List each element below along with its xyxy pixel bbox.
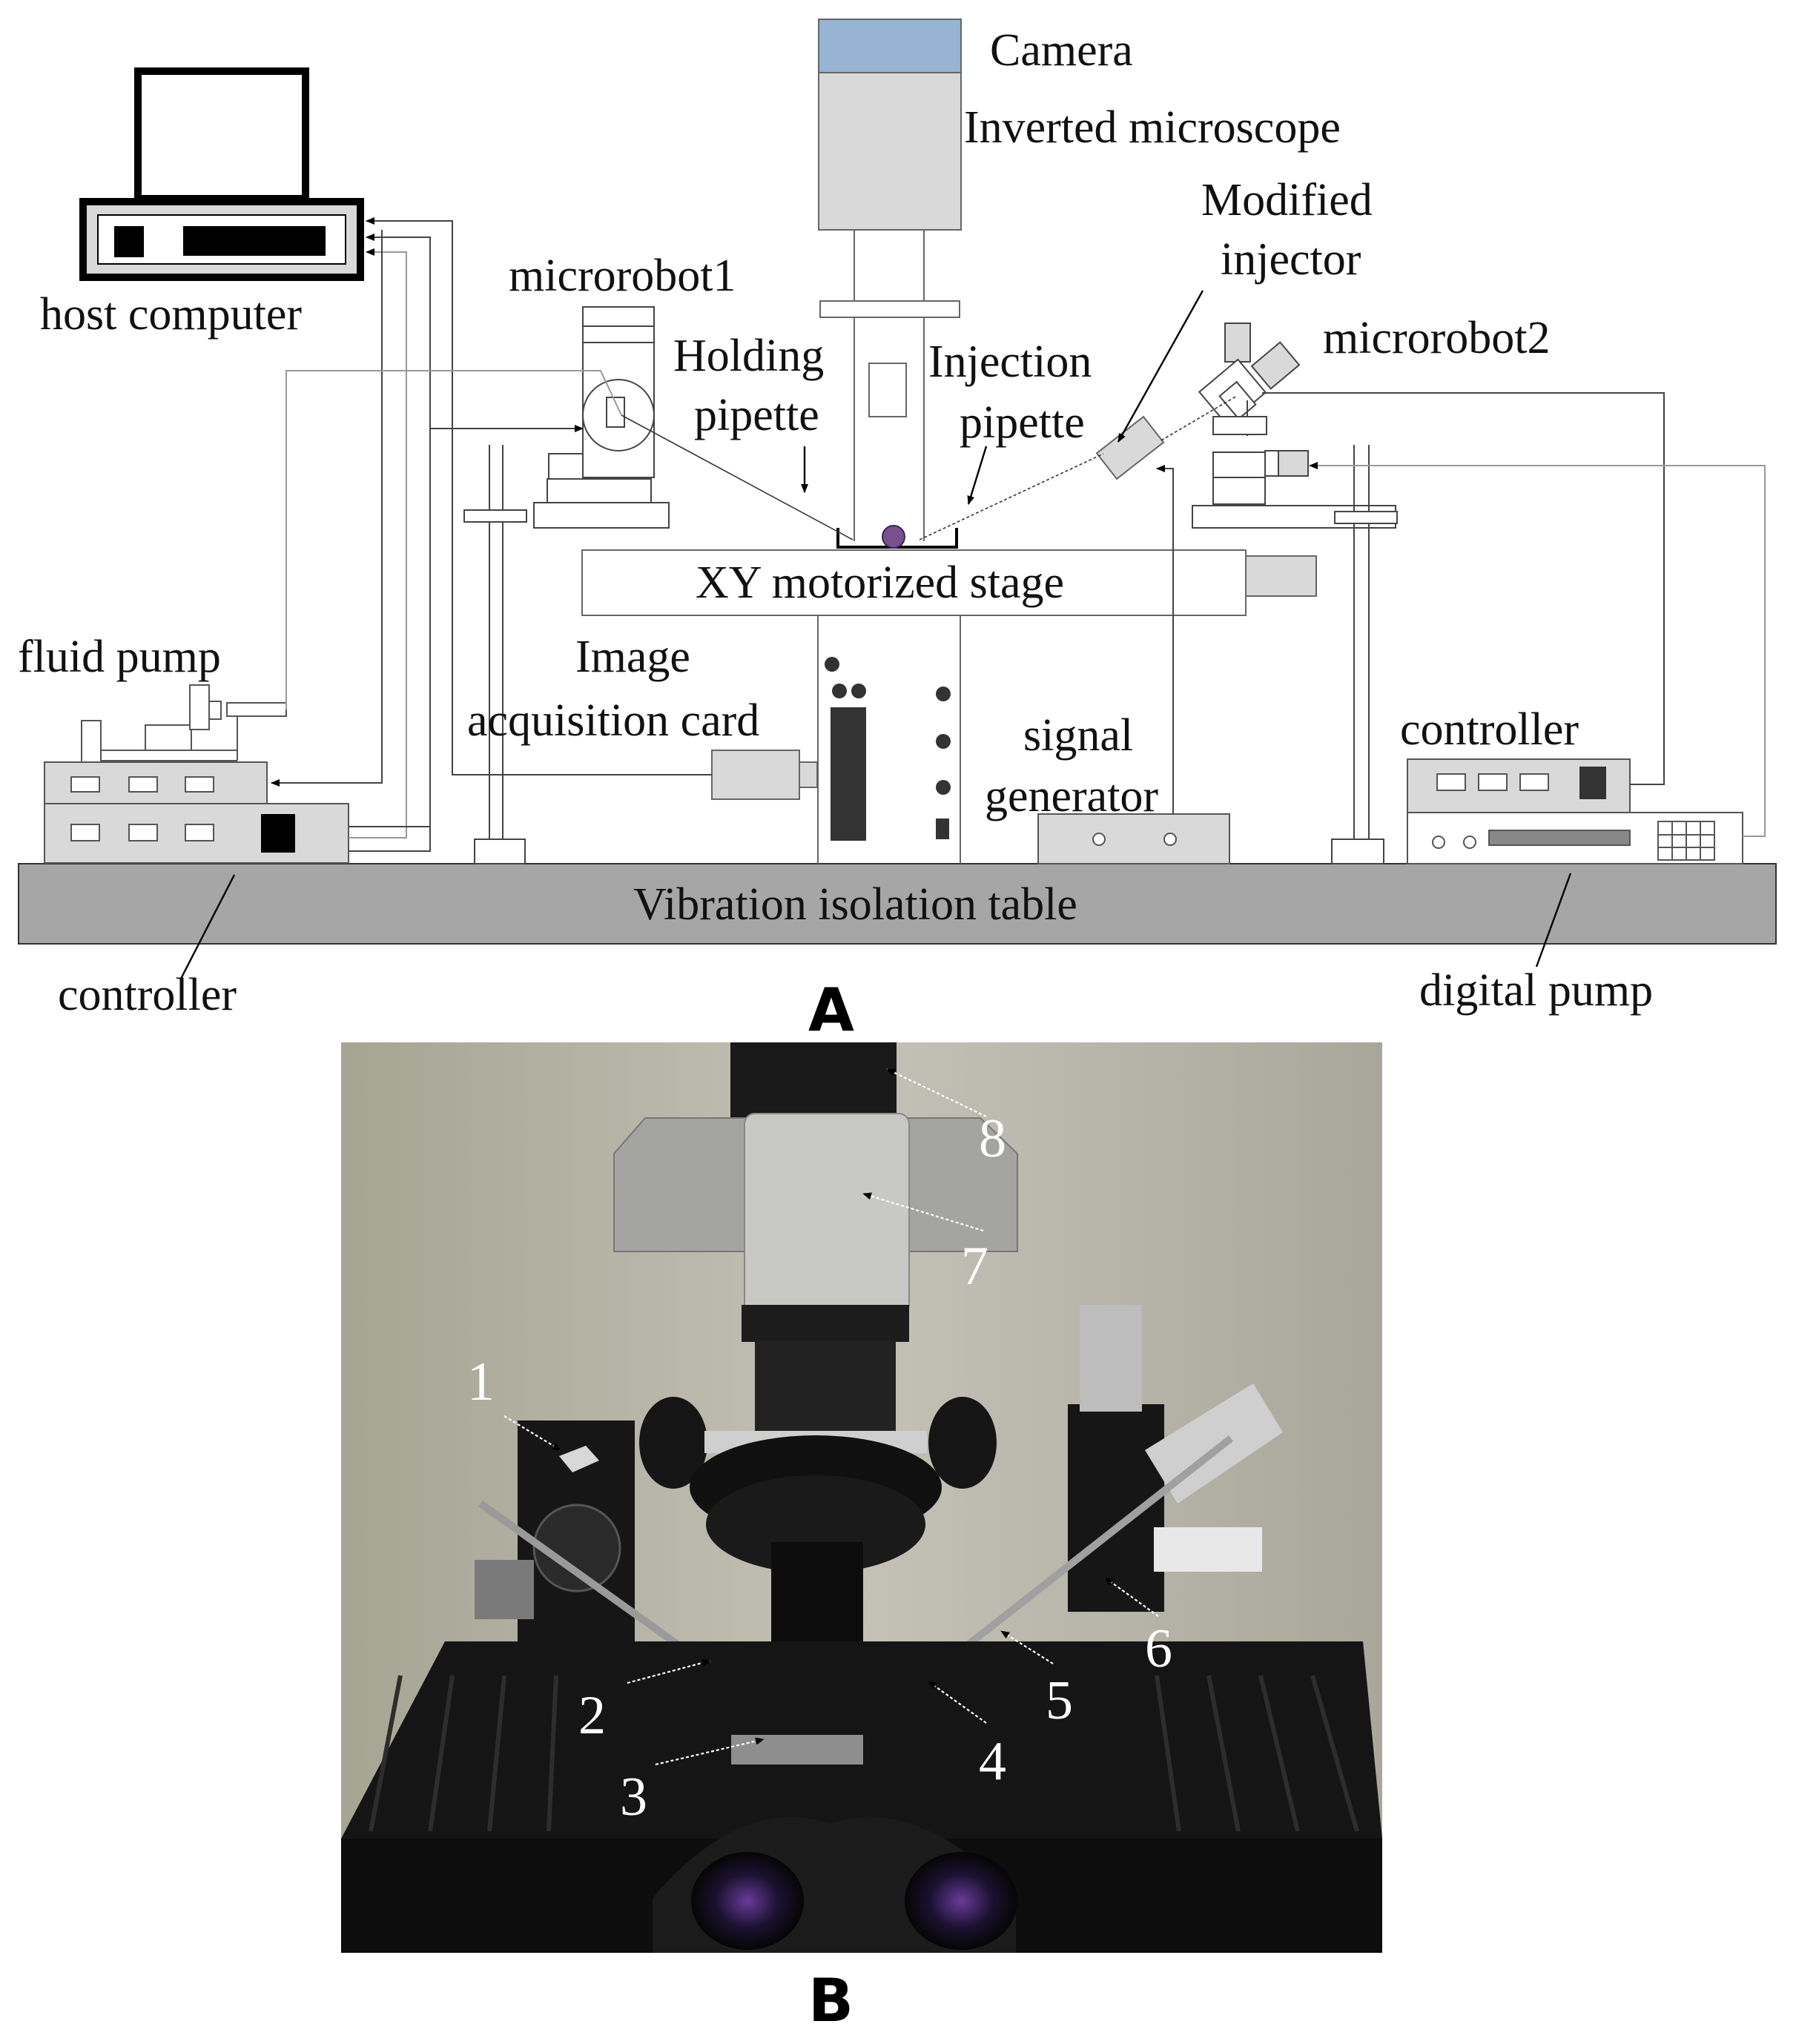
callout-7: 7 <box>961 1236 988 1297</box>
label-injection-line2: pipette <box>960 397 1085 448</box>
microrobot2-icon <box>1192 323 1396 529</box>
label-xy-stage: XY motorized stage <box>696 558 1064 608</box>
label-host-computer: host computer <box>40 289 302 340</box>
label-camera: Camera <box>990 25 1133 76</box>
callout-arrows-a <box>179 290 1572 979</box>
callout-4: 4 <box>979 1731 1006 1792</box>
panel-a-schematic <box>18 19 1777 979</box>
host-computer-icon <box>79 67 364 281</box>
callout-6: 6 <box>1145 1618 1172 1679</box>
label-injector-line1: Modified <box>1201 175 1373 225</box>
panel-b-photo <box>341 1042 1382 1953</box>
image-card-box <box>711 750 800 800</box>
label-injection-line1: Injection <box>928 337 1092 387</box>
label-microscope: Inverted microscope <box>964 102 1341 153</box>
label-holding-line2: pipette <box>694 390 819 440</box>
digital-pump-icon <box>1407 812 1743 864</box>
connection-wires <box>271 217 1766 852</box>
camera-icon <box>818 19 962 73</box>
microrobot1-icon <box>533 306 670 529</box>
label-microrobot1: microrobot1 <box>509 251 736 301</box>
label-fluid-pump: fluid pump <box>18 632 221 682</box>
label-vibration-table: Vibration isolation table <box>633 879 1077 930</box>
callout-1: 1 <box>467 1352 495 1412</box>
cell <box>882 525 905 549</box>
callout-8: 8 <box>979 1108 1006 1169</box>
xy-stage <box>581 549 1247 616</box>
fluid-pump-icon <box>44 684 287 804</box>
panel-label-a: A <box>808 976 854 1045</box>
callout-3: 3 <box>620 1767 647 1828</box>
controller-left-icon <box>44 803 349 864</box>
microscope-body <box>818 72 962 231</box>
modified-injector-icon <box>1095 415 1165 480</box>
controller-right-icon <box>1407 758 1631 813</box>
label-image-line1: Image <box>575 632 690 682</box>
label-controller-right: controller <box>1400 704 1579 755</box>
label-holding-line1: Holding <box>673 331 824 381</box>
label-injector-line2: injector <box>1221 234 1361 285</box>
label-image-line2: acquisition card <box>467 695 759 746</box>
vibration-table <box>18 863 1777 945</box>
label-microrobot2: microrobot2 <box>1323 313 1551 363</box>
callout-2: 2 <box>578 1685 606 1746</box>
callout-5: 5 <box>1046 1670 1073 1731</box>
label-controller-left: controller <box>58 970 237 1020</box>
label-digital-pump: digital pump <box>1419 965 1653 1016</box>
signal-generator-icon <box>1037 813 1230 864</box>
panel-a-labels: Camera Inverted microscope Modified inje… <box>18 25 1653 1045</box>
label-signal-line2: generator <box>985 771 1158 821</box>
label-signal-line1: signal <box>1023 710 1133 761</box>
panel-label-b: B <box>808 1966 854 2035</box>
panel-b-callouts: 8 7 1 2 3 4 5 6 <box>467 1108 1172 1828</box>
